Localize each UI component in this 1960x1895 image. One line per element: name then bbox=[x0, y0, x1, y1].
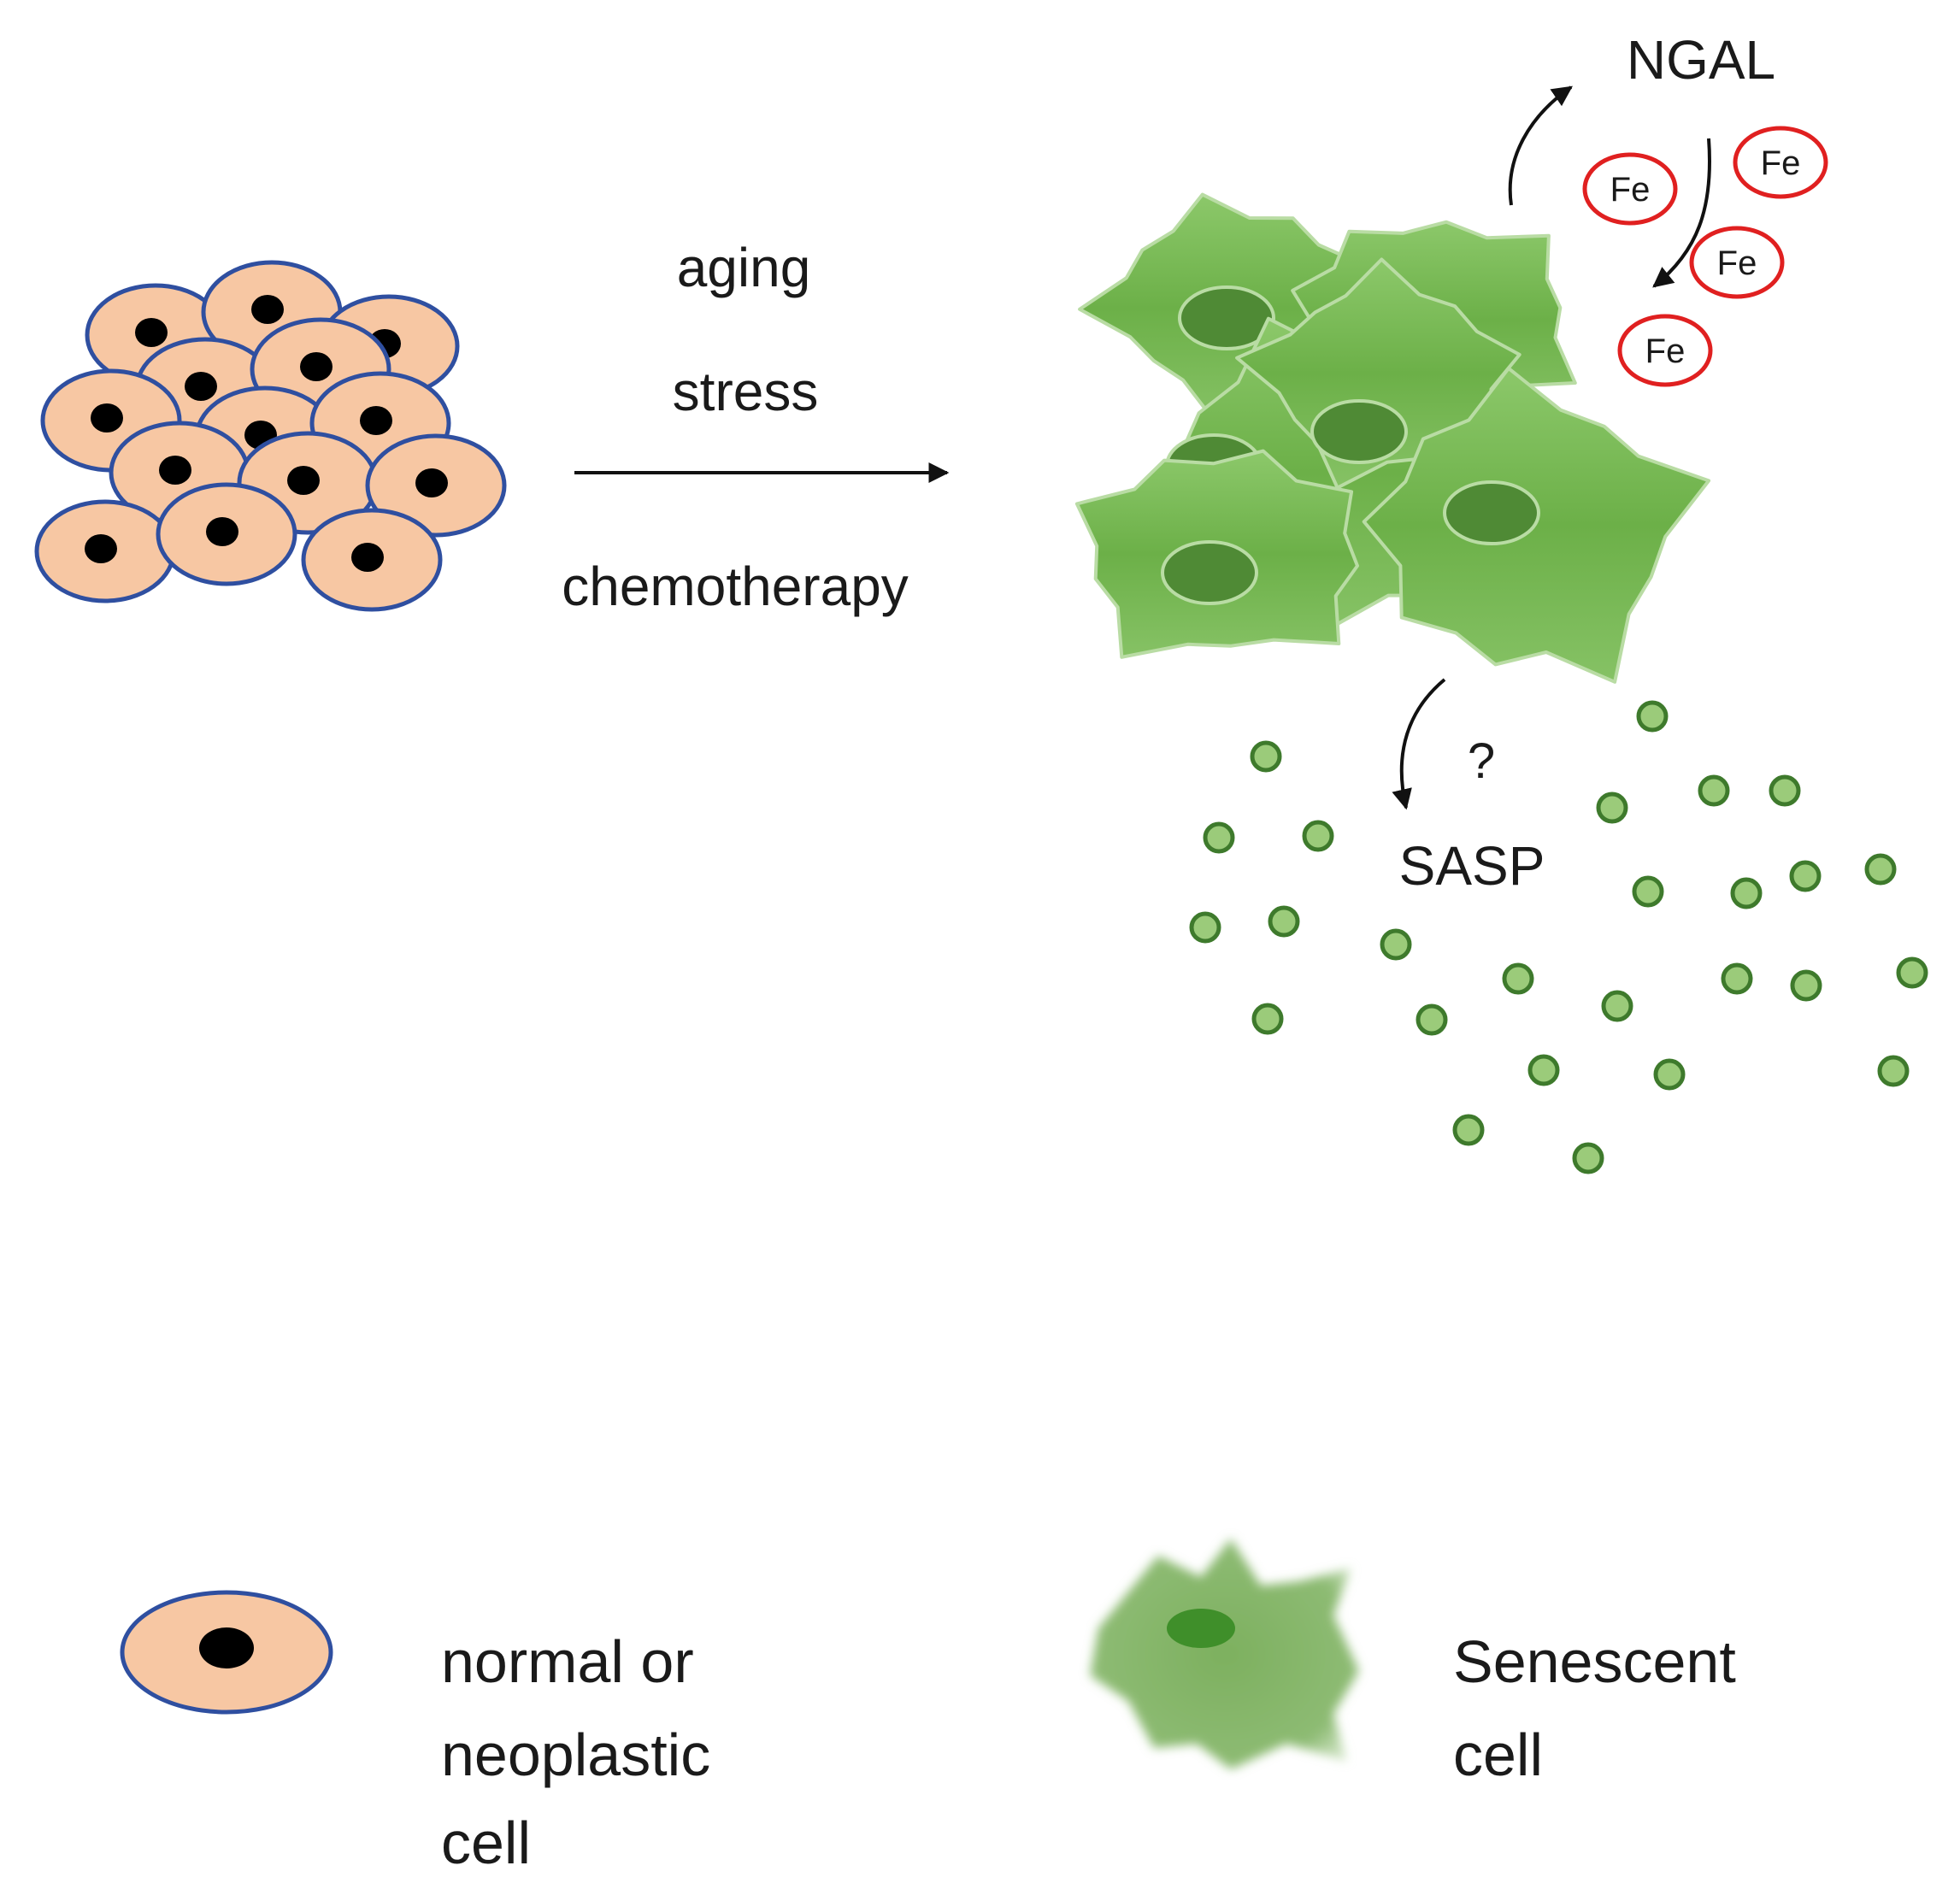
label-chemotherapy: chemotherapy bbox=[562, 556, 909, 617]
fe-label: Fe bbox=[1645, 333, 1686, 370]
sasp-factor-dot bbox=[1653, 1058, 1686, 1091]
legend-senescent-cell-icon bbox=[1090, 1539, 1359, 1769]
legend-senescent-line2: cell bbox=[1453, 1721, 1543, 1788]
sasp-factors bbox=[1189, 700, 1928, 1174]
senescent-nucleus bbox=[1161, 540, 1258, 605]
fe-ion: Fe bbox=[1733, 126, 1828, 199]
legend-normal-line2: neoplastic bbox=[441, 1721, 710, 1788]
sasp-factor-dot bbox=[1896, 956, 1928, 989]
sasp-factor-dot bbox=[1601, 990, 1633, 1022]
sasp-factor-dot bbox=[1452, 1114, 1485, 1146]
normal-cell bbox=[301, 508, 443, 612]
sasp-factor-dot bbox=[1636, 700, 1669, 733]
cell-nucleus bbox=[206, 517, 238, 546]
label-stress: stress bbox=[673, 361, 819, 422]
sasp-factor-dot bbox=[1502, 962, 1534, 995]
label-sasp: SASP bbox=[1399, 835, 1545, 897]
sasp-factor-dot bbox=[1698, 774, 1730, 807]
cell-nucleus bbox=[185, 372, 217, 401]
sasp-arrow bbox=[1392, 678, 1446, 810]
sasp-factor-dot bbox=[1527, 1054, 1560, 1086]
normal-cell-cluster bbox=[34, 260, 507, 612]
sasp-factor-dot bbox=[1789, 860, 1822, 892]
legend-normal-line3: cell bbox=[441, 1810, 531, 1876]
label-question-mark: ? bbox=[1468, 733, 1495, 789]
cell-nucleus bbox=[300, 352, 333, 381]
fe-ion: Fe bbox=[1617, 314, 1713, 387]
senescent-nucleus bbox=[1310, 399, 1408, 464]
sasp-factor-dot bbox=[1302, 820, 1334, 852]
fe-label: Fe bbox=[1717, 244, 1757, 282]
sasp-factor-dot bbox=[1268, 905, 1300, 938]
senescent-cell bbox=[1074, 449, 1359, 659]
legend-normal-line1: normal or bbox=[441, 1628, 694, 1695]
sasp-factor-dot bbox=[1730, 877, 1763, 909]
sasp-factor-dot bbox=[1790, 969, 1822, 1002]
cell-nucleus bbox=[91, 403, 123, 433]
cell-nucleus bbox=[251, 295, 284, 324]
fe-label: Fe bbox=[1610, 171, 1651, 209]
sasp-factor-dot bbox=[1250, 740, 1282, 773]
fe-label: Fe bbox=[1761, 144, 1801, 182]
sasp-factor-dot bbox=[1632, 875, 1664, 908]
sasp-factor-dot bbox=[1864, 853, 1897, 886]
label-ngal: NGAL bbox=[1627, 29, 1775, 91]
iron-uptake-arrow bbox=[1652, 138, 1712, 288]
sasp-factor-dot bbox=[1251, 1003, 1284, 1035]
ngal-arrow bbox=[1508, 85, 1573, 206]
legend-senescent-line1: Senescent bbox=[1453, 1628, 1736, 1695]
cell-nucleus bbox=[135, 318, 168, 347]
senescent-nucleus bbox=[1443, 480, 1540, 545]
sasp-factor-dot bbox=[1572, 1142, 1604, 1174]
sasp-factor-dot bbox=[1769, 774, 1801, 807]
cell-nucleus bbox=[351, 543, 384, 572]
normal-cell bbox=[365, 433, 507, 538]
cell-nucleus bbox=[287, 466, 320, 495]
sasp-factor-dot bbox=[1380, 928, 1412, 961]
senescent-cell bbox=[1362, 366, 1711, 684]
sasp-factor-dot bbox=[1596, 792, 1628, 824]
senescent-cell-cluster bbox=[1074, 192, 1711, 684]
legend-normal-cell-nucleus bbox=[199, 1627, 254, 1668]
sasp-factor-dot bbox=[1189, 911, 1221, 944]
normal-cell bbox=[34, 499, 176, 603]
fe-ion: Fe bbox=[1582, 152, 1678, 226]
sasp-factor-dot bbox=[1203, 821, 1235, 854]
legend-normal-cell: normal or neoplastic cell bbox=[120, 1590, 710, 1876]
sasp-factor-dot bbox=[1416, 1003, 1448, 1036]
cell-nucleus bbox=[159, 456, 191, 485]
fe-ion: Fe bbox=[1689, 226, 1785, 299]
sasp-factor-dot bbox=[1877, 1055, 1910, 1087]
normal-cell bbox=[156, 482, 297, 586]
sasp-factor-dot bbox=[1721, 962, 1753, 995]
senescent-nucleus bbox=[1178, 285, 1275, 350]
cell-nucleus bbox=[360, 406, 392, 435]
cell-nucleus bbox=[415, 468, 448, 497]
legend-senescent-nucleus bbox=[1167, 1609, 1235, 1648]
legend-senescent-cell: Senescent cell bbox=[1090, 1539, 1736, 1788]
label-aging: aging bbox=[677, 237, 811, 298]
cell-nucleus bbox=[85, 534, 117, 563]
